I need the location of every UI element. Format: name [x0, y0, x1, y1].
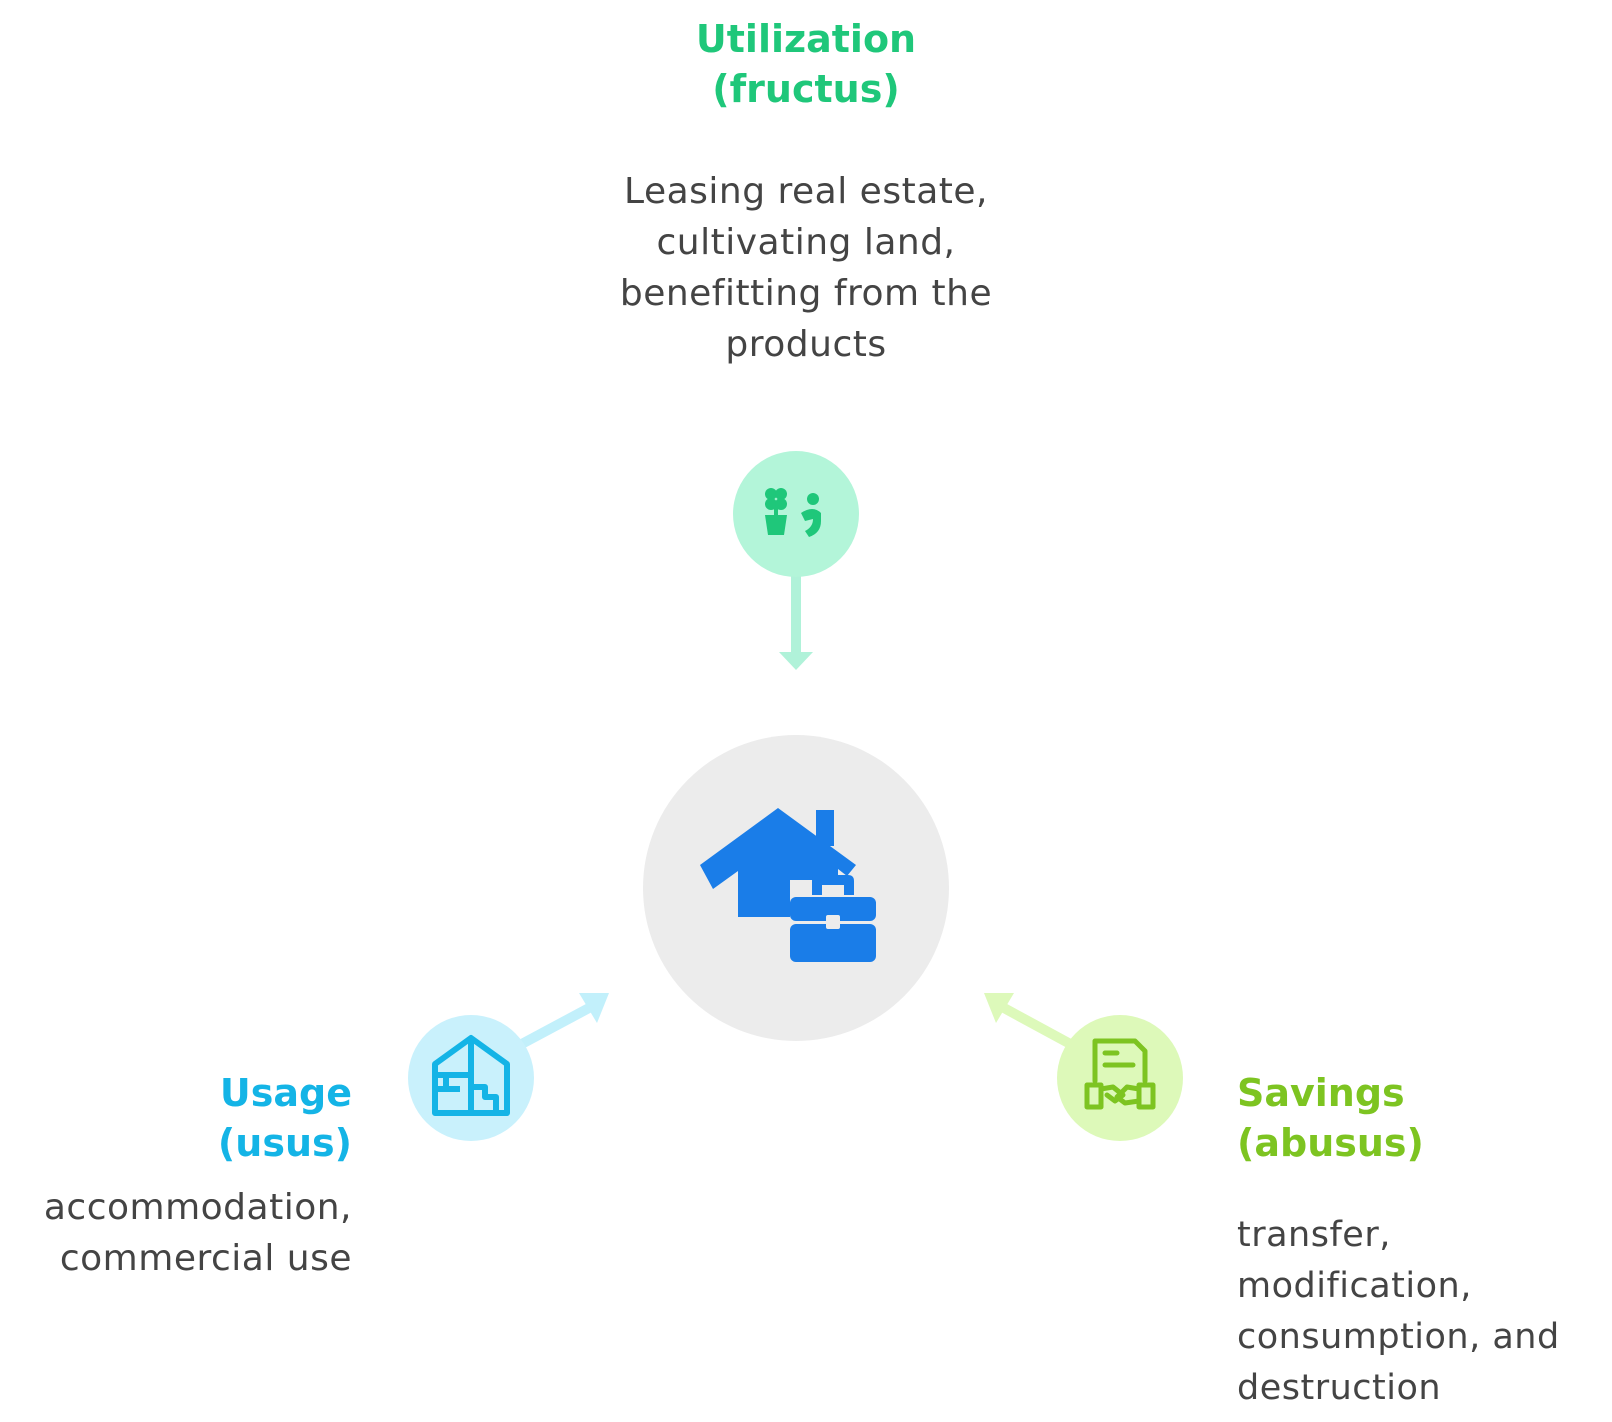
center-node [643, 735, 949, 1041]
savings-title: Savings (abusus) [1237, 1071, 1424, 1165]
utilization-arrow [779, 570, 813, 670]
savings-node [1057, 1015, 1183, 1141]
usage-arrow [515, 993, 609, 1051]
usage-title: Usage (usus) [217, 1071, 352, 1165]
utilization-description: Leasing real estate, cultivating land, b… [619, 171, 993, 365]
house-floorplan-icon [408, 1015, 534, 1141]
savings-description: transfer, modification, consumption, and… [1237, 1215, 1560, 1408]
usage-description: accommodation, commercial use [43, 1187, 352, 1279]
utilization-node [733, 451, 859, 577]
usage-node [408, 1015, 534, 1141]
plant-person-icon [733, 451, 859, 577]
contract-handshake-icon [1057, 1015, 1183, 1141]
utilization-title: Utilization (fructus) [695, 17, 917, 111]
savings-arrow [984, 993, 1077, 1051]
house-briefcase-icon [643, 735, 949, 1041]
